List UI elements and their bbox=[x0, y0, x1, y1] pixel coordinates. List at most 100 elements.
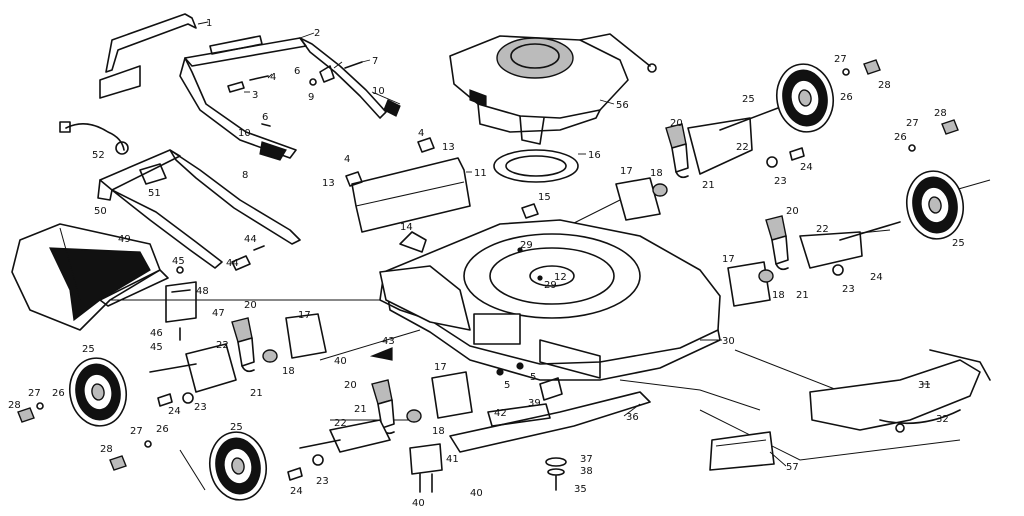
discharge-cover-57 bbox=[709, 431, 775, 471]
callout-29b: 29 bbox=[520, 240, 533, 251]
callout-51: 51 bbox=[148, 188, 161, 199]
callout-27: 27 bbox=[834, 54, 847, 65]
callout-18c: 18 bbox=[282, 366, 295, 377]
callout-45b: 45 bbox=[150, 342, 163, 353]
wheel-rear-left bbox=[203, 426, 273, 506]
callout-20b: 20 bbox=[786, 206, 799, 217]
callout-40c: 40 bbox=[470, 488, 483, 499]
callout-1: 1 bbox=[206, 18, 212, 29]
callout-28b: 28 bbox=[934, 108, 947, 119]
callout-4c: 4 bbox=[344, 154, 350, 165]
callout-21d: 21 bbox=[354, 404, 367, 415]
callout-28: 28 bbox=[878, 80, 891, 91]
callout-6: 6 bbox=[294, 66, 300, 77]
callout-24d: 24 bbox=[290, 486, 303, 497]
callout-40: 40 bbox=[334, 356, 347, 367]
callout-50: 50 bbox=[94, 206, 107, 217]
callout-17b: 17 bbox=[722, 254, 735, 265]
wheel-front-left bbox=[63, 352, 133, 432]
callout-10: 10 bbox=[372, 86, 385, 97]
small-hardware bbox=[17, 59, 959, 481]
handle-lower-50 bbox=[97, 149, 301, 269]
callout-14: 14 bbox=[400, 222, 413, 233]
callout-9: 9 bbox=[308, 92, 314, 103]
callout-56: 56 bbox=[616, 100, 629, 111]
callout-21c: 21 bbox=[250, 388, 263, 399]
callout-16: 16 bbox=[588, 150, 601, 161]
callout-23: 23 bbox=[774, 176, 787, 187]
rear-guard-11 bbox=[345, 137, 471, 233]
callout-47: 47 bbox=[212, 308, 225, 319]
callout-28d: 28 bbox=[100, 444, 113, 455]
callout-17c: 17 bbox=[298, 310, 311, 321]
catcher-bracket-48 bbox=[165, 245, 265, 341]
callout-18: 18 bbox=[650, 168, 663, 179]
callout-27b: 27 bbox=[906, 118, 919, 129]
callout-26c: 26 bbox=[52, 388, 65, 399]
rear-bracket-41 bbox=[409, 443, 443, 493]
callout-20d: 20 bbox=[344, 380, 357, 391]
callout-3: 3 bbox=[252, 90, 258, 101]
callout-20: 20 bbox=[670, 118, 683, 129]
clip-14 bbox=[399, 231, 427, 253]
callout-30: 30 bbox=[722, 336, 735, 347]
callout-39: 39 bbox=[528, 398, 541, 409]
callout-26d: 26 bbox=[156, 424, 169, 435]
callout-43: 43 bbox=[382, 336, 395, 347]
callout-44: 44 bbox=[244, 234, 257, 245]
callout-38: 38 bbox=[580, 466, 593, 477]
callout-5: 5 bbox=[504, 380, 510, 391]
handle-main-2 bbox=[179, 35, 387, 159]
callout-52: 52 bbox=[92, 150, 105, 161]
height-lever-left-upper bbox=[231, 317, 255, 373]
callout-36: 36 bbox=[626, 412, 639, 423]
callout-13: 13 bbox=[442, 142, 455, 153]
callout-21: 21 bbox=[702, 180, 715, 191]
callout-35: 35 bbox=[574, 484, 587, 495]
callout-28c: 28 bbox=[8, 400, 21, 411]
height-lever-right-upper bbox=[665, 123, 689, 179]
wedge-43 bbox=[369, 347, 393, 361]
handle-hardware bbox=[227, 61, 401, 161]
callout-25: 25 bbox=[742, 94, 755, 105]
callout-22c: 22 bbox=[216, 340, 229, 351]
callout-24b: 24 bbox=[870, 272, 883, 283]
callout-4b: 4 bbox=[418, 128, 424, 139]
callout-12: 12 bbox=[554, 272, 567, 283]
callout-24: 24 bbox=[800, 162, 813, 173]
callout-27d: 27 bbox=[130, 426, 143, 437]
callout-8: 8 bbox=[242, 170, 248, 181]
callout-7: 7 bbox=[372, 56, 378, 67]
callout-40b: 40 bbox=[412, 498, 425, 509]
callout-17: 17 bbox=[620, 166, 633, 177]
callout-37: 37 bbox=[580, 454, 593, 465]
callout-46: 46 bbox=[150, 328, 163, 339]
wheel-rear-right bbox=[900, 165, 970, 245]
callout-23b: 23 bbox=[842, 284, 855, 295]
callout-4: 4 bbox=[270, 72, 276, 83]
control-cable-52 bbox=[59, 121, 129, 155]
callout-21b: 21 bbox=[796, 290, 809, 301]
callout-18b: 18 bbox=[772, 290, 785, 301]
callout-45: 45 bbox=[172, 256, 185, 267]
engine-56 bbox=[449, 33, 657, 145]
callout-25c: 25 bbox=[82, 344, 95, 355]
callout-22: 22 bbox=[736, 142, 749, 153]
blade-adapter-hardware bbox=[496, 362, 567, 491]
callout-15: 15 bbox=[538, 192, 551, 203]
callout-25b: 25 bbox=[952, 238, 965, 249]
callout-25d: 25 bbox=[230, 422, 243, 433]
callout-5b: 5 bbox=[530, 372, 536, 383]
grass-catcher-49 bbox=[11, 223, 169, 331]
handle-upper-1 bbox=[99, 13, 197, 99]
callout-31: 31 bbox=[918, 380, 931, 391]
callout-27c: 27 bbox=[28, 388, 41, 399]
callout-18d: 18 bbox=[432, 426, 445, 437]
mower-deck-30 bbox=[379, 203, 721, 381]
blade-36 bbox=[449, 391, 651, 453]
callout-2: 2 bbox=[314, 28, 320, 39]
callout-57: 57 bbox=[786, 462, 799, 473]
callout-labels: 1 2 3 4 5 6 7 8 9 10 11 12 13 14 15 16 1… bbox=[8, 18, 965, 509]
callout-24c: 24 bbox=[168, 406, 181, 417]
callout-10b: 10 bbox=[238, 128, 251, 139]
